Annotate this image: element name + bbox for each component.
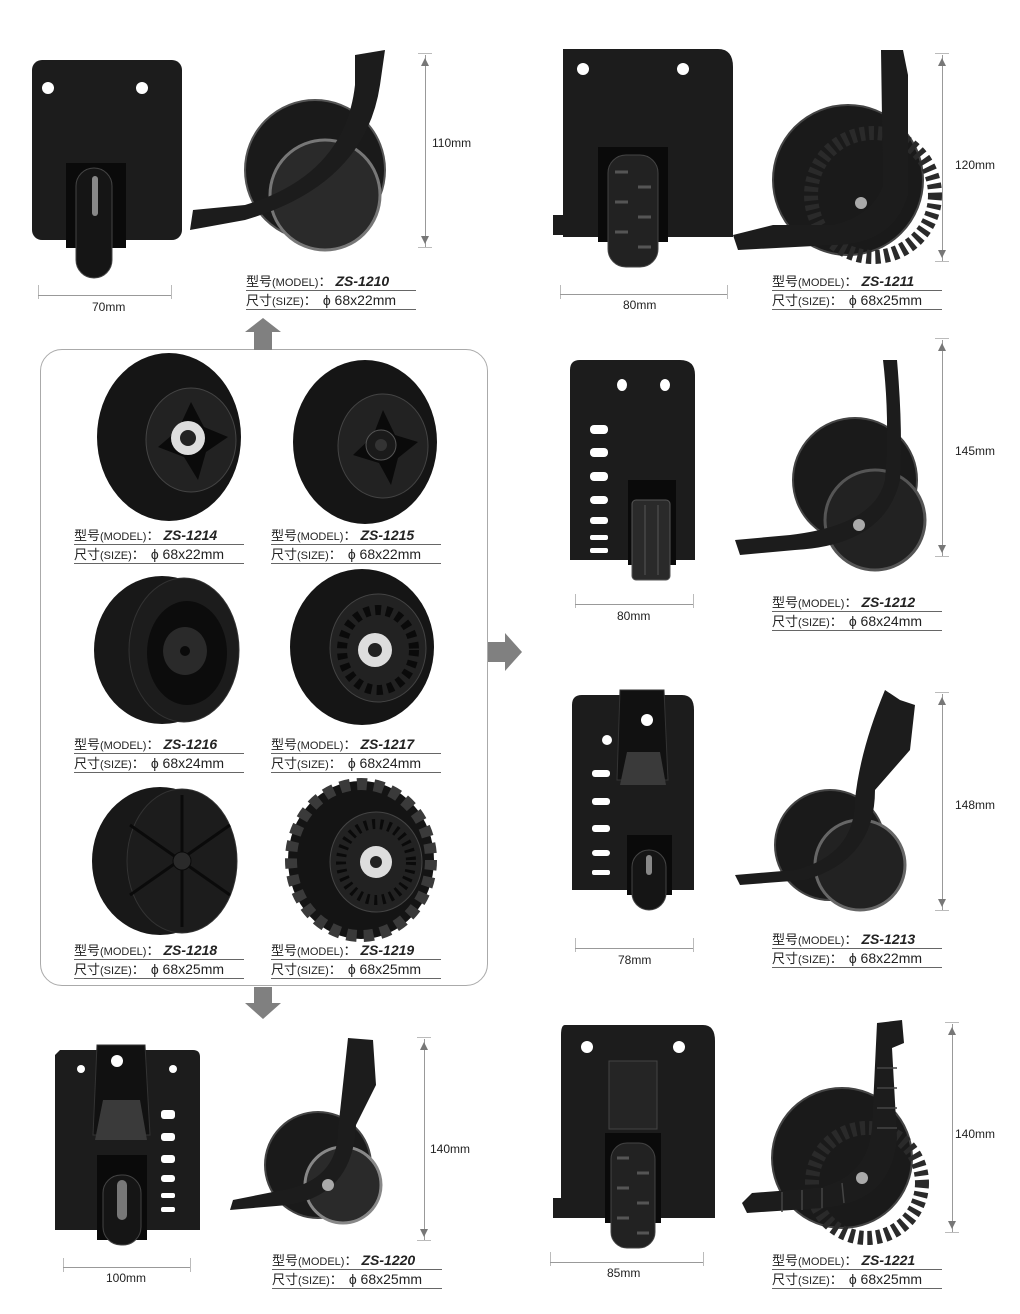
size-value: 68x22mm xyxy=(334,292,397,308)
width-dimension: 70mm xyxy=(92,300,126,314)
height-arrow-down-icon xyxy=(938,545,946,557)
size-value: 68x25mm xyxy=(860,1271,923,1287)
model-number: ZS-1212 xyxy=(861,594,916,610)
caster-side-view xyxy=(735,360,927,572)
width-dimension: 100mm xyxy=(106,1271,147,1285)
height-dimension: 140mm xyxy=(430,1142,471,1156)
model-number: ZS-1211 xyxy=(861,273,915,289)
caster-front-view xyxy=(570,360,695,581)
size-value: 68x22mm xyxy=(162,546,225,562)
size-value: 68x25mm xyxy=(860,292,923,308)
size-value: 68x25mm xyxy=(162,961,225,977)
size-value: 68x24mm xyxy=(162,755,225,771)
caster-side-view xyxy=(190,50,386,252)
model-number: ZS-1216 xyxy=(163,736,218,752)
wheel-zs-1216-image xyxy=(94,576,240,724)
size-value: 68x22mm xyxy=(860,950,923,966)
caster-front-view xyxy=(572,689,694,911)
height-arrow-up-icon xyxy=(948,1023,956,1035)
size-value: 68x24mm xyxy=(860,613,923,629)
arrow-down-icon xyxy=(245,987,281,1019)
model-number: ZS-1218 xyxy=(163,942,218,958)
height-arrow-up-icon xyxy=(421,54,429,66)
model-number: ZS-1219 xyxy=(360,942,415,958)
wheel-caption-zs-1219: 型号(MODEL)：ZS-1219 尺寸(SIZE)：ϕ 68x25mm xyxy=(271,941,441,979)
wheel-caption-zs-1214: 型号(MODEL)：ZS-1214 尺寸(SIZE)：ϕ 68x22mm xyxy=(74,526,244,564)
height-arrow-up-icon xyxy=(420,1038,428,1050)
wheel-caption-zs-1217: 型号(MODEL)：ZS-1217 尺寸(SIZE)：ϕ 68x24mm xyxy=(271,735,441,773)
caster-side-view xyxy=(742,1020,929,1245)
caster-front-view xyxy=(553,1025,715,1249)
model-number: ZS-1210 xyxy=(335,273,390,289)
wheel-zs-1215-image xyxy=(293,360,437,524)
height-dimension: 148mm xyxy=(955,798,996,812)
model-number: ZS-1215 xyxy=(360,527,415,543)
wheel-caption-zs-1218: 型号(MODEL)：ZS-1218 尺寸(SIZE)：ϕ 68x25mm xyxy=(74,941,244,979)
width-dimension: 80mm xyxy=(623,298,657,312)
arrow-up-icon xyxy=(245,318,281,350)
height-arrow-up-icon xyxy=(938,339,946,351)
size-value: 68x24mm xyxy=(359,755,422,771)
product-caption: 型号(MODEL)：ZS-1221 尺寸(SIZE)：ϕ 68x25mm xyxy=(772,1251,942,1289)
height-arrow-down-icon xyxy=(420,1229,428,1241)
size-value: 68x25mm xyxy=(359,961,422,977)
wheel-caption-zs-1215: 型号(MODEL)：ZS-1215 尺寸(SIZE)：ϕ 68x22mm xyxy=(271,526,441,564)
caster-side-view xyxy=(735,690,915,912)
caster-front-view xyxy=(55,1044,200,1246)
caster-front-view xyxy=(32,60,182,279)
height-arrow-down-icon xyxy=(421,236,429,248)
height-arrow-up-icon xyxy=(938,54,946,66)
product-caption: 型号(MODEL)：ZS-1212 尺寸(SIZE)：ϕ 68x24mm xyxy=(772,593,942,631)
model-number: ZS-1214 xyxy=(163,527,218,543)
model-number: ZS-1217 xyxy=(360,736,415,752)
wheel-zs-1218-image xyxy=(92,787,238,935)
model-number: ZS-1220 xyxy=(361,1252,416,1268)
wheel-zs-1217-image xyxy=(290,569,434,725)
arrow-right-icon xyxy=(488,633,522,671)
height-arrow-down-icon xyxy=(938,250,946,262)
height-dimension: 120mm xyxy=(955,158,996,172)
width-dimension: 80mm xyxy=(617,609,651,623)
model-number: ZS-1221 xyxy=(861,1252,916,1268)
width-dimension: 85mm xyxy=(607,1266,641,1280)
height-arrow-down-icon xyxy=(948,1221,956,1233)
product-caption: 型号(MODEL)：ZS-1220 尺寸(SIZE)：ϕ 68x25mm xyxy=(272,1251,442,1289)
height-dimension: 140mm xyxy=(955,1127,996,1141)
product-caption: 型号(MODEL)：ZS-1213 尺寸(SIZE)：ϕ 68x22mm xyxy=(772,930,942,968)
height-arrow-down-icon xyxy=(938,899,946,911)
product-caption: 型号(MODEL)：ZS-1210 尺寸(SIZE)：ϕ 68x22mm xyxy=(246,272,416,310)
model-number: ZS-1213 xyxy=(861,931,916,947)
caster-front-view xyxy=(553,49,733,268)
size-value: 68x22mm xyxy=(359,546,422,562)
height-dimension: 110mm xyxy=(432,136,472,150)
size-value: 68x25mm xyxy=(360,1271,423,1287)
wheel-zs-1214-image xyxy=(97,353,241,521)
width-dimension: 78mm xyxy=(618,953,652,967)
product-caption: 型号(MODEL)：ZS-1211 尺寸(SIZE)：ϕ 68x25mm xyxy=(772,272,942,310)
height-dimension: 145mm xyxy=(955,444,996,458)
wheel-zs-1219-image xyxy=(285,778,437,942)
caster-side-view xyxy=(733,50,942,264)
caster-side-view xyxy=(230,1038,383,1225)
wheel-caption-zs-1216: 型号(MODEL)：ZS-1216 尺寸(SIZE)：ϕ 68x24mm xyxy=(74,735,244,773)
height-arrow-up-icon xyxy=(938,693,946,705)
